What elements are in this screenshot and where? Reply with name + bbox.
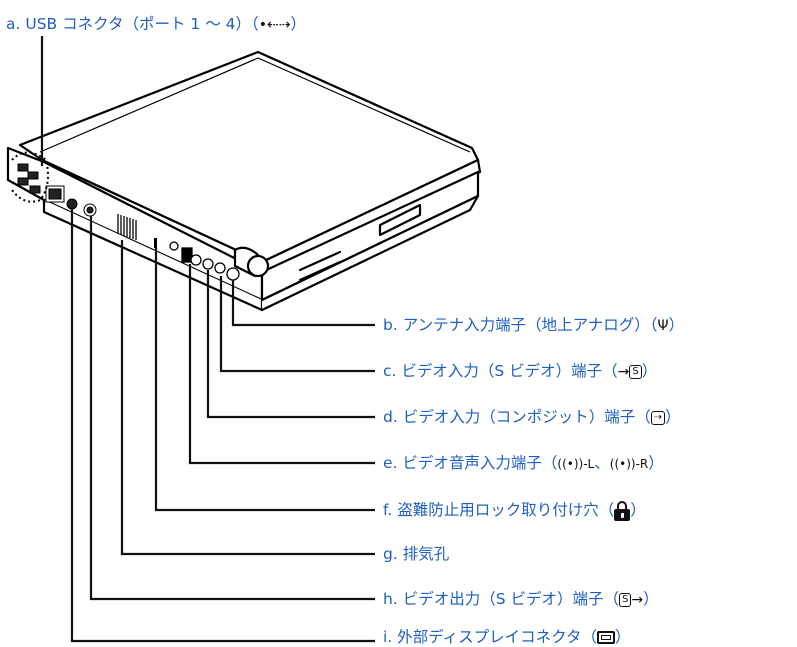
composite-in-glyph: ⇢ <box>650 410 666 425</box>
label-h-suffix: ） <box>643 590 659 608</box>
s-video-out-icon: S→ <box>618 590 643 610</box>
label-d-text: ビデオ入力（コンポジット）端子（ <box>402 408 651 426</box>
label-d-suffix: ） <box>665 408 681 426</box>
s-video-out-letter: S <box>618 592 632 607</box>
leader-i <box>70 208 375 643</box>
label-d: d. ビデオ入力（コンポジット）端子（⇢） <box>383 407 681 428</box>
lock-icon <box>614 500 631 521</box>
label-a-prefix: a. <box>6 15 21 33</box>
composite-in-icon: ⇢ <box>650 408 666 428</box>
leader-g <box>120 240 375 556</box>
label-i: i. 外部ディスプレイコネクタ（ ） <box>383 627 630 647</box>
label-b-text: アンテナ入力端子（地上アナログ）（ <box>402 316 658 334</box>
label-f: f. 盗難防止用ロック取り付け穴（ ） <box>383 500 646 521</box>
label-c-suffix: ） <box>641 362 658 380</box>
leader-b <box>231 280 375 327</box>
audio-right-icon: ((•))-R <box>609 456 649 471</box>
label-d-prefix: d. <box>383 408 398 426</box>
audio-left-icon: ((•))-L <box>557 456 595 471</box>
label-g-prefix: g. <box>383 545 398 563</box>
label-f-suffix: ） <box>630 501 646 519</box>
label-i-prefix: i. <box>383 628 393 646</box>
label-h: h. ビデオ出力（S ビデオ）端子（S→） <box>383 589 659 610</box>
label-a: a. USB コネクタ（ポート 1 ～ 4）（•⇠⇢） <box>6 14 306 35</box>
leader-e <box>188 264 375 465</box>
label-g: g. 排気孔 <box>383 544 449 564</box>
label-c-text: ビデオ入力（S ビデオ）端子（ <box>401 362 618 380</box>
label-f-text: 盗難防止用ロック取り付け穴（ <box>397 501 615 519</box>
label-h-text: ビデオ出力（S ビデオ）端子（ <box>402 590 619 608</box>
monitor-icon <box>596 631 615 644</box>
label-e-text: ビデオ音声入力端子（ <box>402 454 558 472</box>
s-video-in-letter: S <box>629 364 642 379</box>
label-i-suffix: ） <box>614 628 631 646</box>
label-a-text: USB コネクタ（ポート 1 ～ 4）（ <box>25 15 259 33</box>
label-a-suffix: ） <box>290 15 306 33</box>
label-h-prefix: h. <box>383 590 398 608</box>
label-g-text: 排気孔 <box>402 545 450 563</box>
label-c: c. ビデオ入力（S ビデオ）端子（→S） <box>383 361 657 382</box>
label-b-suffix: ） <box>668 316 685 334</box>
leader-d <box>206 270 375 419</box>
label-e: e. ビデオ音声入力端子（((•))-L、((•))-R） <box>383 453 664 474</box>
label-c-prefix: c. <box>383 362 397 380</box>
usb-icon: •⇠⇢ <box>258 16 291 33</box>
label-e-prefix: e. <box>383 454 398 472</box>
label-i-text: 外部ディスプレイコネクタ（ <box>397 628 597 646</box>
label-e-sep: 、 <box>594 454 610 472</box>
label-b: b. アンテナ入力端子（地上アナログ）（Ψ） <box>383 315 684 336</box>
label-e-suffix: ） <box>648 454 664 472</box>
label-f-prefix: f. <box>383 501 393 519</box>
s-video-in-icon: →S <box>618 362 642 382</box>
antenna-icon: Ψ <box>657 317 669 334</box>
leader-h <box>89 216 375 601</box>
label-b-prefix: b. <box>383 316 398 334</box>
leader-f <box>154 248 375 512</box>
leader-c <box>219 276 375 373</box>
